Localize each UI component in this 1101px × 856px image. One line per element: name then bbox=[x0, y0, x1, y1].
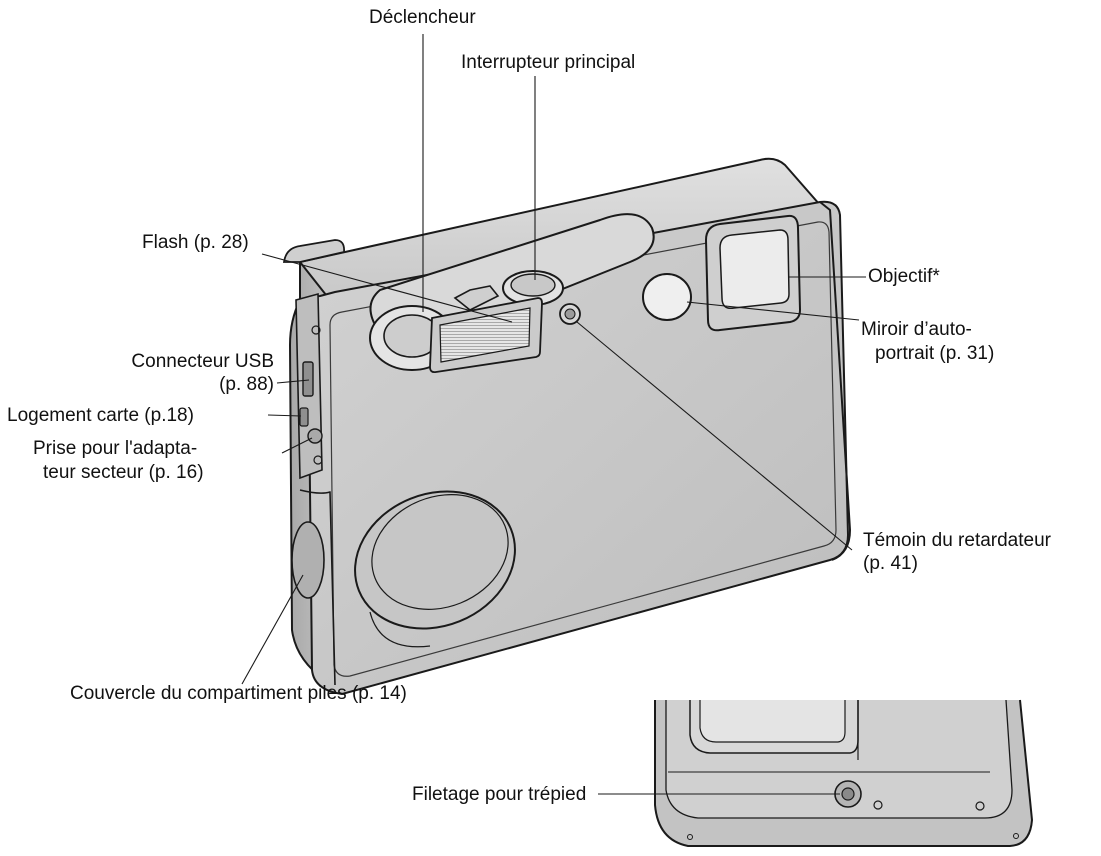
label-adapter-line2: teur secteur (p. 16) bbox=[43, 462, 204, 483]
leader-battery-cover bbox=[241, 574, 304, 685]
label-mirror-line1: Miroir d’auto- bbox=[861, 319, 972, 340]
camera-front-bevel bbox=[329, 221, 837, 677]
camera-top-surface bbox=[299, 157, 821, 301]
flash-unit bbox=[429, 297, 543, 374]
label-timer-line2: (p. 41) bbox=[863, 553, 918, 574]
battery-cover-edge bbox=[299, 489, 336, 686]
leader-usb bbox=[276, 379, 310, 384]
label-usb-line1: Connecteur USB bbox=[131, 351, 274, 372]
label-lens: Objectif* bbox=[868, 266, 940, 287]
label-shutter: Déclencheur bbox=[369, 7, 476, 28]
label-battery-cover: Couvercle du compartiment piles (p. 14) bbox=[70, 683, 407, 704]
label-timer-line1: Témoin du retardateur bbox=[863, 530, 1051, 551]
self-timer-lamp bbox=[559, 303, 581, 325]
dc-jack bbox=[307, 428, 323, 444]
label-usb-line2: (p. 88) bbox=[219, 374, 274, 395]
leader-card-slot bbox=[267, 414, 302, 417]
label-mirror-line2: portrait (p. 31) bbox=[875, 343, 995, 364]
camera-bottom-view bbox=[654, 699, 1034, 847]
leader-mirror bbox=[686, 301, 860, 321]
strap-lug bbox=[282, 239, 345, 263]
battery-cover-recess bbox=[291, 521, 325, 599]
usb-port bbox=[302, 361, 314, 397]
leader-adapter bbox=[281, 437, 313, 454]
front-grip bbox=[354, 490, 516, 648]
label-main-switch: Interrupteur principal bbox=[461, 52, 636, 73]
card-slot bbox=[299, 407, 309, 427]
self-portrait-mirror bbox=[642, 273, 692, 321]
label-adapter-line1: Prise pour l'adapta- bbox=[33, 438, 198, 459]
leader-lines bbox=[241, 34, 866, 795]
leader-timer bbox=[576, 321, 853, 551]
main-switch[interactable] bbox=[502, 270, 564, 306]
label-tripod: Filetage pour trépied bbox=[412, 784, 587, 805]
lens-window bbox=[704, 214, 802, 332]
camera-right-edge bbox=[819, 201, 851, 561]
mode-slider[interactable] bbox=[453, 285, 500, 311]
label-card-slot: Logement carte (p.18) bbox=[7, 405, 194, 426]
leader-flash bbox=[261, 253, 513, 323]
label-flash: Flash (p. 28) bbox=[142, 232, 249, 253]
